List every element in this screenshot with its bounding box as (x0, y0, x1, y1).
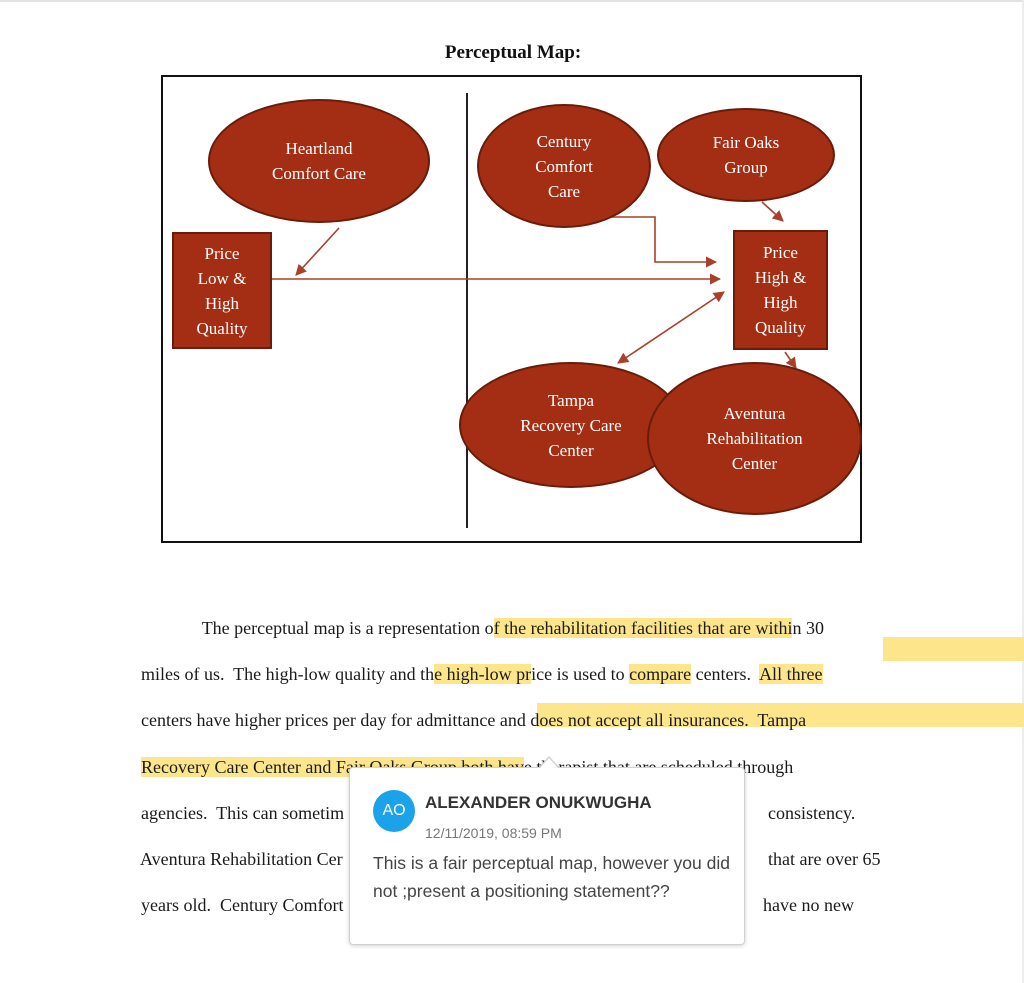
comment-timestamp: 12/11/2019, 08:59 PM (425, 825, 562, 841)
paragraph-line-6a: Aventura Rehabilitation Cer (140, 849, 343, 869)
comment-text: This is a fair perceptual map, however y… (373, 853, 730, 901)
map-title: Perceptual Map: (444, 42, 582, 63)
paragraph-line-5a: agencies. This can sometim (141, 803, 345, 823)
highlighted-text[interactable]: f the rehabilitation facilities that are… (493, 618, 793, 638)
avatar: AO (373, 790, 415, 832)
comment-popup[interactable]: AO ALEXANDER ONUKWUGHA 12/11/2019, 08:59… (349, 767, 745, 945)
highlighted-text[interactable]: e high-low pr (434, 664, 532, 684)
highlight-strip (537, 703, 1024, 727)
paragraph-line-6b: that are over 65 (768, 849, 881, 869)
comment-pointer-inner (539, 758, 559, 769)
highlight-strip (883, 637, 1024, 661)
highlighted-text[interactable]: All three (759, 664, 823, 684)
comment-author: ALEXANDER ONUKWUGHA (425, 793, 652, 812)
paragraph-line-2: miles of us. The high-low quality and th… (141, 664, 823, 684)
paragraph-line-7b: have no new (763, 895, 854, 915)
page-top-border (0, 0, 1024, 2)
perceptual-map-frame (161, 75, 862, 543)
highlighted-text[interactable]: compare (629, 664, 692, 684)
paragraph-line-5b: consistency. (768, 803, 856, 823)
page-right-border (1022, 0, 1024, 983)
paragraph-line-7a: years old. Century Comfort (141, 895, 344, 915)
paragraph-line-3: centers have higher prices per day for a… (141, 710, 807, 730)
paragraph-line-1: The perceptual map is a representation o… (201, 618, 824, 638)
